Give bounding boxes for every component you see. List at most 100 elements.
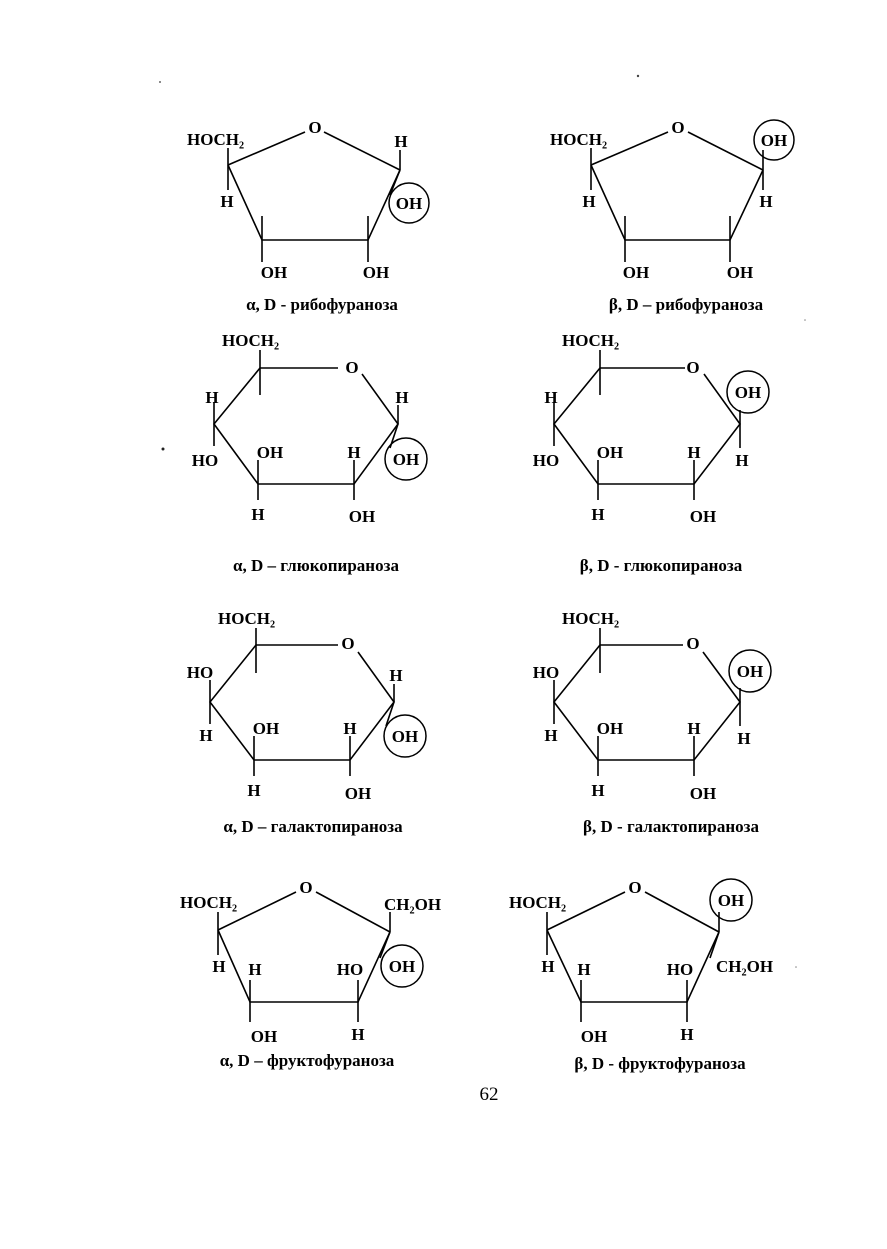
c3-ho-label: HO	[337, 960, 363, 979]
c3-ho-label: HO	[667, 960, 693, 979]
c4-ho-label: HO	[533, 663, 559, 682]
c1-h-label: H	[389, 666, 402, 685]
c2-h-label: H	[343, 719, 356, 738]
c5-h-label: H	[541, 957, 554, 976]
anomeric-oh-ring	[726, 370, 770, 414]
ring-oxygen-label: O	[345, 358, 358, 377]
ring-oxygen-label: O	[299, 878, 312, 897]
ch2oh-label: CH₂OH	[384, 895, 441, 914]
atom-labels: HOCH₂ O OH H H HO CH₂OH OH H	[509, 878, 773, 1046]
ring-oxygen-label: O	[628, 878, 641, 897]
atom-labels: HOCH₂ O OH HO H OH H H H OH	[533, 609, 763, 803]
c4-ho-label: HO	[533, 451, 559, 470]
ring-bonds	[546, 891, 720, 1022]
c3-h-label: H	[251, 505, 264, 524]
molecule-caption: α, D – глюкопираноза	[233, 556, 399, 575]
molecule-beta-d-galactopyranose: HOCH₂ O OH HO H OH H H H OH β, D - галак…	[533, 609, 772, 836]
c4-ho-label: HO	[187, 663, 213, 682]
hoch2-label: HOCH₂	[187, 130, 244, 149]
c4-ho-label: HO	[192, 451, 218, 470]
c2-h-label: H	[347, 443, 360, 462]
c2-oh-label: OH	[345, 784, 371, 803]
molecule-caption: β, D - фруктофураноза	[574, 1054, 746, 1073]
molecule-beta-d-ribofuranose: HOCH₂ O OH H H OH OH β, D – рибофураноза	[550, 118, 795, 314]
anomeric-oh-label: OH	[761, 131, 787, 150]
molecule-caption: α, D – фруктофураноза	[220, 1051, 395, 1070]
c4-h-label: H	[248, 960, 261, 979]
ring-bonds	[227, 131, 401, 262]
atom-labels: HOCH₂ O CH₂OH H H HO OH OH H	[180, 878, 441, 1046]
c3-oh-label: OH	[253, 719, 279, 738]
c3-h-label: H	[351, 1025, 364, 1044]
c2-h-label: H	[687, 443, 700, 462]
molecule-alpha-d-ribofuranose: HOCH₂ O H OH H OH OH α, D - рибофураноза	[187, 118, 430, 314]
c1-h-label: H	[395, 388, 408, 407]
anomeric-oh-label: OH	[392, 727, 418, 746]
c4-oh-label: OH	[581, 1027, 607, 1046]
anomeric-oh-ring	[388, 182, 430, 224]
ring-bonds	[590, 131, 764, 262]
c3-oh-label: OH	[597, 443, 623, 462]
ring-oxygen-label: O	[308, 118, 321, 137]
c3-h-label: H	[591, 505, 604, 524]
c1-h-label: H	[737, 729, 750, 748]
c2-oh-label: OH	[727, 263, 753, 282]
molecule-caption: β, D – рибофураноза	[609, 295, 764, 314]
anomeric-oh-ring	[384, 437, 428, 481]
c2-oh-label: OH	[690, 784, 716, 803]
hoch2-label: HOCH₂	[222, 331, 279, 350]
c2-oh-label: OH	[363, 263, 389, 282]
c4-h-label: H	[577, 960, 590, 979]
c5-h-label: H	[212, 957, 225, 976]
speck	[636, 74, 640, 78]
anomeric-oh-label: OH	[718, 891, 744, 910]
anomeric-oh-label: OH	[389, 957, 415, 976]
molecule-caption: α, D - рибофураноза	[246, 295, 398, 314]
ring-oxygen-label: O	[686, 358, 699, 377]
molecule-caption: β, D - галактопираноза	[583, 817, 759, 836]
c4-h-label: H	[199, 726, 212, 745]
molecule-beta-d-fructofuranose: HOCH₂ O OH H H HO CH₂OH OH H β, D - фрук…	[509, 878, 773, 1073]
anomeric-oh-ring	[728, 649, 772, 693]
c4-h-label: H	[582, 192, 595, 211]
anomeric-oh-ring	[709, 878, 753, 922]
ring-bonds	[208, 628, 395, 776]
anomeric-oh-ring	[753, 119, 795, 161]
molecule-alpha-d-glucopyranose: HOCH₂ O H H HO OH H OH H OH α, D – глюко…	[192, 331, 428, 575]
hoch2-label: HOCH₂	[562, 331, 619, 350]
c4-h-label: H	[544, 388, 557, 407]
molecule-alpha-d-galactopyranose: HOCH₂ O H HO H OH H OH H OH α, D – галак…	[187, 609, 427, 836]
anomeric-oh-ring	[380, 944, 424, 988]
anomeric-oh-ring	[383, 714, 427, 758]
ch2oh-label: CH₂OH	[716, 957, 773, 976]
c3-oh-label: OH	[257, 443, 283, 462]
c3-oh-label: OH	[597, 719, 623, 738]
speck	[804, 319, 806, 321]
molecule-alpha-d-fructofuranose: HOCH₂ O CH₂OH H H HO OH OH H α, D – фрук…	[180, 878, 441, 1070]
ring-bonds	[552, 350, 741, 500]
speck	[795, 966, 797, 968]
ring-bonds	[212, 350, 399, 500]
c2-oh-label: OH	[349, 507, 375, 526]
atom-labels: HOCH₂ O H H HO OH H OH H OH	[192, 331, 419, 526]
c4-oh-label: OH	[251, 1027, 277, 1046]
c2-h-label: H	[687, 719, 700, 738]
ring-oxygen-label: O	[671, 118, 684, 137]
molecule-caption: α, D – галактопираноза	[223, 817, 403, 836]
anomeric-oh-label: OH	[396, 194, 422, 213]
atom-labels: HOCH₂ O H OH H OH OH	[187, 118, 422, 282]
anomeric-oh-label: OH	[735, 383, 761, 402]
c1-h-label: H	[735, 451, 748, 470]
molecule-beta-d-glucopyranose: HOCH₂ O OH H HO OH H H H OH β, D - глюко…	[533, 331, 770, 575]
hoch2-label: HOCH₂	[550, 130, 607, 149]
ring-bonds	[217, 891, 391, 1022]
c1-h-label: H	[394, 132, 407, 151]
ring-oxygen-label: O	[686, 634, 699, 653]
c4-h-label: H	[220, 192, 233, 211]
c3-oh-label: OH	[261, 263, 287, 282]
c3-h-label: H	[247, 781, 260, 800]
c1-h-label: H	[759, 192, 772, 211]
molecule-caption: β, D - глюкопираноза	[580, 556, 743, 575]
c3-oh-label: OH	[623, 263, 649, 282]
